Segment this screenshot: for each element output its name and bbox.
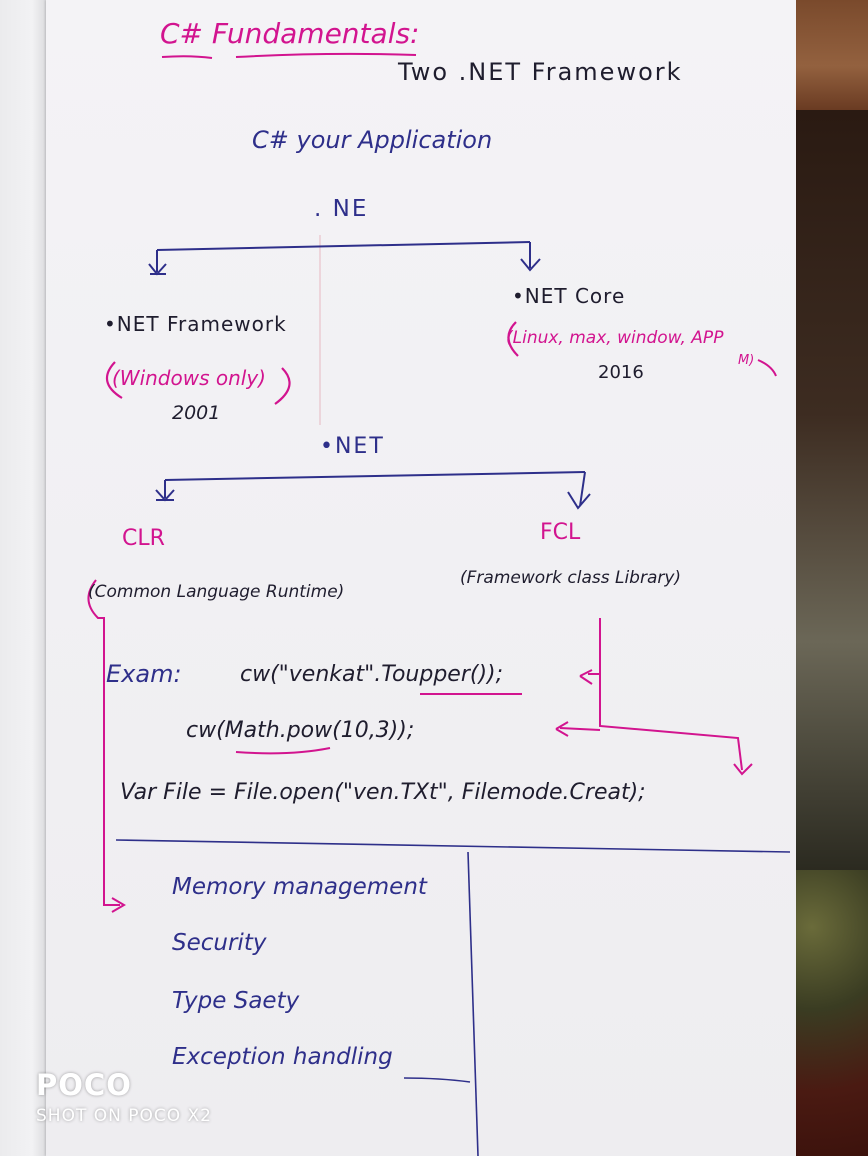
fcl-label: FCL bbox=[540, 520, 581, 545]
exam-label: Exam: bbox=[106, 660, 182, 688]
windows-close-paren bbox=[274, 367, 291, 405]
handling-tail bbox=[403, 1077, 471, 1083]
wooden-table-edge bbox=[788, 0, 868, 110]
fcl-bracket bbox=[599, 618, 743, 771]
section-separator bbox=[115, 839, 791, 853]
core-platforms-label: (Linux, max, window, APP bbox=[506, 328, 724, 348]
core-open-paren bbox=[507, 321, 519, 357]
code-line-2: cw(Math.pow(10,3)); bbox=[186, 718, 415, 743]
windows-only-label: (Windows only) bbox=[112, 366, 266, 390]
feature-exception-handling: Exception handling bbox=[172, 1044, 393, 1070]
background-shadow bbox=[788, 110, 868, 870]
tree2-left-arrow bbox=[155, 480, 175, 502]
tree1-horizontal bbox=[156, 241, 531, 251]
code-line-3: Var File = File.open("ven.TXt", Filemode… bbox=[120, 780, 646, 805]
notebook-left-page-edge bbox=[0, 0, 46, 1156]
app-line: C# your Application bbox=[252, 126, 493, 154]
arrow-mathpow-head bbox=[555, 721, 569, 737]
feature-security: Security bbox=[172, 930, 267, 956]
core-year: 2016 bbox=[598, 362, 644, 383]
fcl-full-name: (Framework class Library) bbox=[460, 568, 682, 588]
windows-open-paren bbox=[105, 361, 123, 399]
clr-label: CLR bbox=[122, 526, 165, 551]
camera-watermark-caption: SHOT ON POCO X2 bbox=[36, 1106, 212, 1126]
net-line: •NET bbox=[320, 434, 385, 459]
tree1-right-arrow bbox=[520, 242, 541, 272]
arrow-mathpow-stem bbox=[559, 727, 601, 731]
subtitle: Two .NET Framework bbox=[398, 58, 683, 86]
net-core-label: •NET Core bbox=[512, 284, 626, 308]
tree2-horizontal bbox=[164, 471, 586, 481]
framework-year: 2001 bbox=[172, 402, 221, 424]
code-line-1: cw("venkat".Toupper()); bbox=[240, 662, 504, 687]
tree1-left-arrow bbox=[148, 250, 167, 276]
title-underline-long bbox=[235, 52, 417, 58]
core-platforms-end: M) bbox=[738, 353, 755, 368]
feature-memory-management: Memory management bbox=[172, 874, 427, 900]
clr-bracket bbox=[87, 579, 120, 906]
camera-watermark-logo: POCO bbox=[36, 1068, 132, 1102]
section-vertical-line bbox=[467, 851, 479, 1156]
title: C# Fundamentals: bbox=[160, 17, 420, 50]
title-underline-short bbox=[161, 55, 213, 59]
fcl-bracket-arrowhead bbox=[733, 763, 753, 776]
clr-full-name: (Common Language Runtime) bbox=[88, 582, 345, 602]
embroidered-fabric bbox=[788, 870, 868, 1156]
mathpow-underline bbox=[235, 747, 331, 755]
arrow-toupper-head bbox=[579, 669, 593, 685]
net-framework-label: •NET Framework bbox=[104, 312, 287, 336]
feature-type-safety: Type Saety bbox=[172, 988, 300, 1014]
core-close-paren bbox=[757, 359, 777, 377]
tree2-right-arrow bbox=[567, 471, 591, 510]
notebook-page bbox=[46, 0, 796, 1156]
clr-bracket-arrowhead bbox=[111, 897, 126, 913]
ne-line: . NE bbox=[314, 196, 369, 222]
